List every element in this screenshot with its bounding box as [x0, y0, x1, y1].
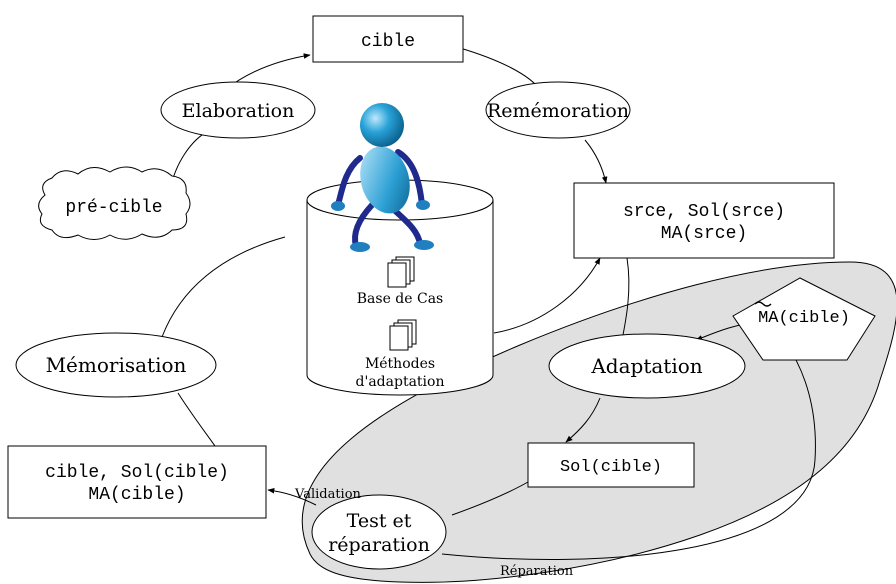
cible-box: cible — [312, 15, 464, 63]
ma-cible-pentagon: MA(cible) — [732, 277, 876, 361]
methods-documents-icon — [389, 319, 417, 351]
srce-line1: srce, Sol(srce) — [623, 202, 785, 222]
reparation-step-label: réparation — [328, 534, 430, 556]
user-figure — [331, 103, 434, 252]
pre-cible-cloud: pré-cible — [38, 166, 191, 240]
arrow-adaptation-to-solcible — [565, 397, 601, 443]
case-documents-icon — [387, 256, 415, 288]
cible-label: cible — [361, 32, 415, 52]
elaboration-label: Elaboration — [182, 100, 295, 122]
arrow-base-to-srce — [493, 257, 601, 334]
tilde-mark — [754, 301, 772, 307]
memorised-case-box: cible, Sol(cible) MA(cible) — [7, 445, 267, 519]
rememoration-label: Remémoration — [487, 100, 629, 122]
test-label: Test et — [347, 510, 412, 532]
methodes-label: Méthodes — [365, 356, 435, 372]
arrow-validation — [267, 487, 317, 506]
sol-cible-label: Sol(cible) — [560, 458, 662, 477]
line-solcible-to-test — [451, 481, 529, 516]
line-memorisation-to-memobox — [177, 392, 216, 447]
memo-line2: MA(cible) — [88, 485, 185, 505]
test-reparation-step: Test et réparation — [311, 494, 447, 570]
memorisation-label: Mémorisation — [46, 353, 187, 377]
memorisation-step: Mémorisation — [15, 332, 217, 398]
adaptation-step: Adaptation — [548, 333, 746, 399]
pre-cible-label: pré-cible — [65, 198, 162, 218]
srce-box: srce, Sol(srce) MA(srce) — [573, 182, 835, 259]
validation-label: Validation — [294, 487, 362, 502]
line-cible-to-rememoration — [459, 47, 541, 91]
base-de-cas-label: Base de Cas — [357, 291, 444, 307]
sol-cible-box: Sol(cible) — [527, 442, 695, 488]
srce-line2: MA(srce) — [661, 224, 747, 244]
line-srce-to-adaptation — [621, 257, 630, 341]
arrow-reparation — [441, 341, 816, 561]
memo-line1: cible, Sol(cible) — [45, 463, 229, 483]
arrow-rememoration-to-srce — [584, 139, 608, 184]
reparation-label: Réparation — [500, 564, 574, 579]
elaboration-step: Elaboration — [160, 81, 316, 139]
line-memorisation-to-base — [161, 236, 286, 338]
ma-cible-label: MA(cible) — [758, 309, 850, 328]
adaptation-label: Adaptation — [590, 354, 702, 378]
adaptation-methods-label: d'adaptation — [356, 374, 445, 390]
rememoration-step: Remémoration — [485, 81, 631, 139]
